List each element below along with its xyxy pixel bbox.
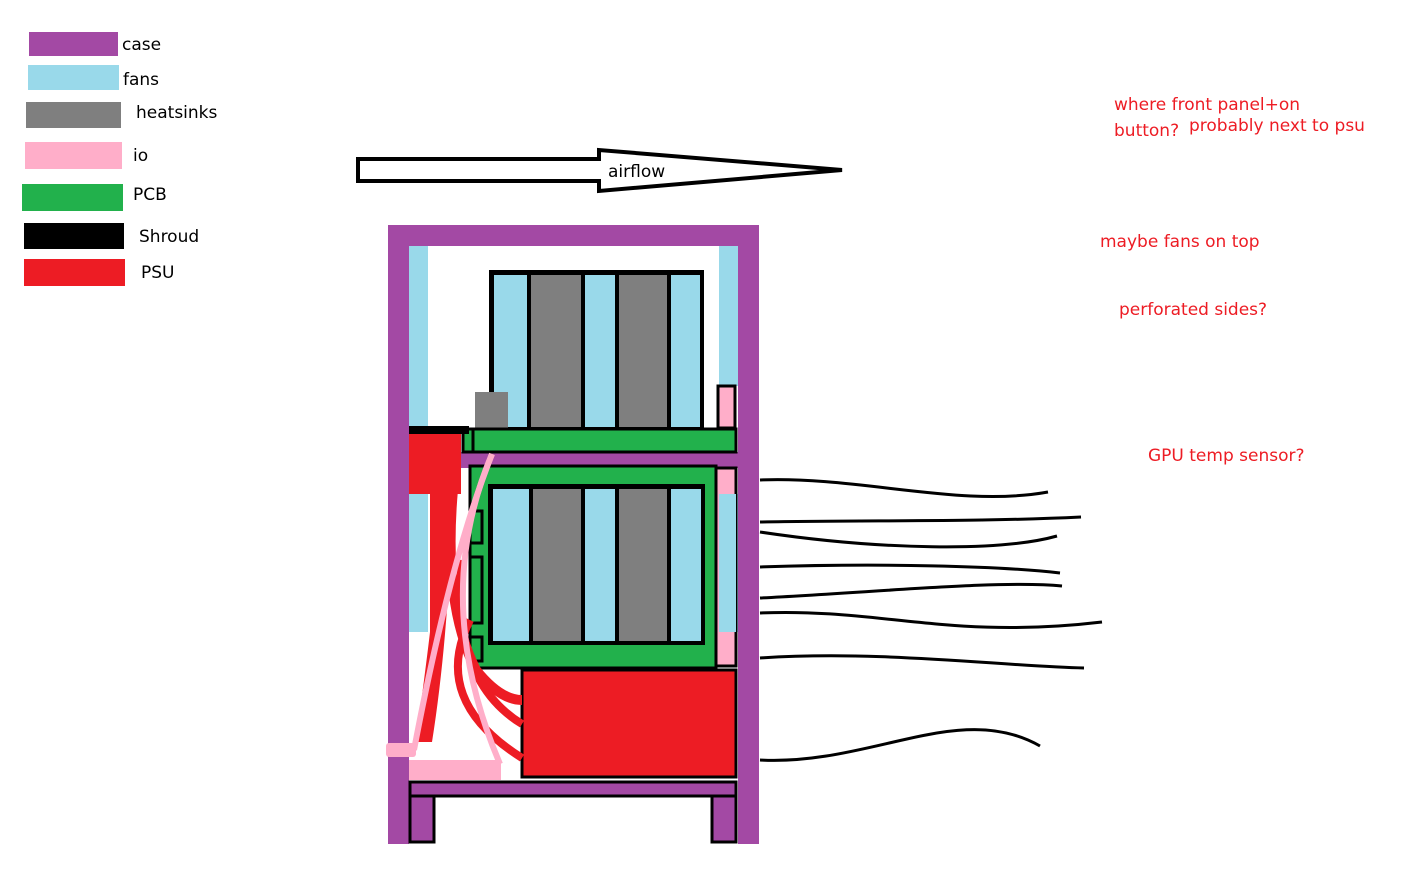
notes: where front panel+on button? probably ne…	[1100, 95, 1365, 466]
exhaust-line-7	[759, 654, 1085, 670]
legend-item-psu: PSU	[24, 259, 175, 286]
exhaust-line-8	[759, 728, 1041, 762]
lower-gpu-heatsink-1	[533, 489, 581, 641]
upper-gpu-block	[475, 392, 508, 428]
note-perforated-sides: perforated sides?	[1119, 300, 1267, 320]
exhaust-line-3	[759, 530, 1058, 549]
upper-gpu-heatsink-1	[531, 275, 581, 427]
legend-swatch-fans	[28, 65, 119, 90]
case-right-wall	[738, 225, 759, 844]
legend-item-heatsinks: heatsinks	[26, 102, 218, 128]
note-front-panel-extra: probably next to psu	[1189, 116, 1365, 136]
exhaust-line-1	[759, 478, 1049, 498]
case-top-wall	[388, 225, 759, 246]
legend-label-io: io	[133, 146, 148, 166]
fan-right-upper	[719, 246, 738, 386]
legend-swatch-io	[25, 142, 122, 169]
io-riser-connector	[386, 743, 416, 757]
note-front-panel-line2: button?	[1114, 121, 1179, 141]
fan-left-upper	[409, 246, 428, 426]
legend-label-shroud: Shroud	[139, 227, 199, 247]
psu-cable-bundle	[416, 470, 455, 742]
exhaust-airflow-lines	[759, 478, 1103, 762]
legend-swatch-shroud	[24, 223, 124, 249]
exhaust-line-2	[759, 515, 1082, 524]
legend-swatch-pcb	[22, 184, 123, 211]
note-fans-on-top: maybe fans on top	[1100, 232, 1260, 252]
upper-gpu-fan-2	[585, 275, 615, 427]
case-bottom-shelf	[408, 780, 738, 798]
fan-left-lower	[409, 492, 428, 632]
upper-gpu-fan-3	[671, 275, 700, 427]
psu	[409, 434, 738, 779]
legend-swatch-heatsinks	[26, 102, 121, 128]
legend-swatch-case	[29, 32, 118, 56]
legend-item-pcb: PCB	[22, 184, 167, 211]
lower-gpu-fan-1	[493, 489, 529, 641]
legend-label-fans: fans	[123, 70, 159, 90]
legend-label-heatsinks: heatsinks	[136, 103, 218, 123]
legend-label-psu: PSU	[141, 263, 175, 283]
io-riser	[386, 452, 503, 780]
case-left-wall	[388, 225, 409, 844]
upper-gpu	[409, 270, 738, 454]
legend-label-case: case	[122, 35, 161, 55]
lower-gpu-io-fan-cover	[719, 494, 736, 632]
io-riser-bottom-panel	[409, 760, 501, 780]
legend-item-io: io	[25, 142, 148, 169]
case-foot-left	[408, 794, 436, 844]
case-foot-right	[710, 794, 738, 844]
airflow-label: airflow	[608, 162, 665, 182]
legend: case fans heatsinks io PCB Shroud PSU	[22, 32, 218, 286]
lower-gpu	[468, 464, 738, 670]
legend-label-pcb: PCB	[133, 185, 167, 205]
upper-gpu-heatsink-2	[619, 275, 667, 427]
io-riser-cable-right	[459, 452, 503, 766]
lower-gpu-heatsink-2	[619, 489, 667, 641]
legend-item-shroud: Shroud	[24, 223, 199, 249]
airflow-arrow: airflow	[356, 147, 843, 194]
legend-item-fans: fans	[28, 65, 159, 90]
legend-swatch-psu	[24, 259, 125, 286]
exhaust-line-5	[759, 582, 1063, 600]
lower-gpu-fan-3	[671, 489, 701, 641]
lower-gpu-connector-2	[468, 555, 484, 625]
exhaust-line-4	[759, 563, 1061, 575]
legend-item-case: case	[29, 32, 161, 56]
note-front-panel-line1: where front panel+on	[1114, 95, 1300, 115]
note-gpu-temp-sensor: GPU temp sensor?	[1148, 446, 1305, 466]
lower-gpu-fan-2	[585, 489, 615, 641]
exhaust-line-6	[759, 611, 1103, 630]
upper-gpu-pcb	[461, 427, 738, 454]
airflow-arrow-shape	[356, 147, 843, 194]
upper-shroud-bar	[409, 426, 469, 434]
upper-gpu-io	[716, 384, 737, 430]
psu-body	[520, 668, 738, 779]
